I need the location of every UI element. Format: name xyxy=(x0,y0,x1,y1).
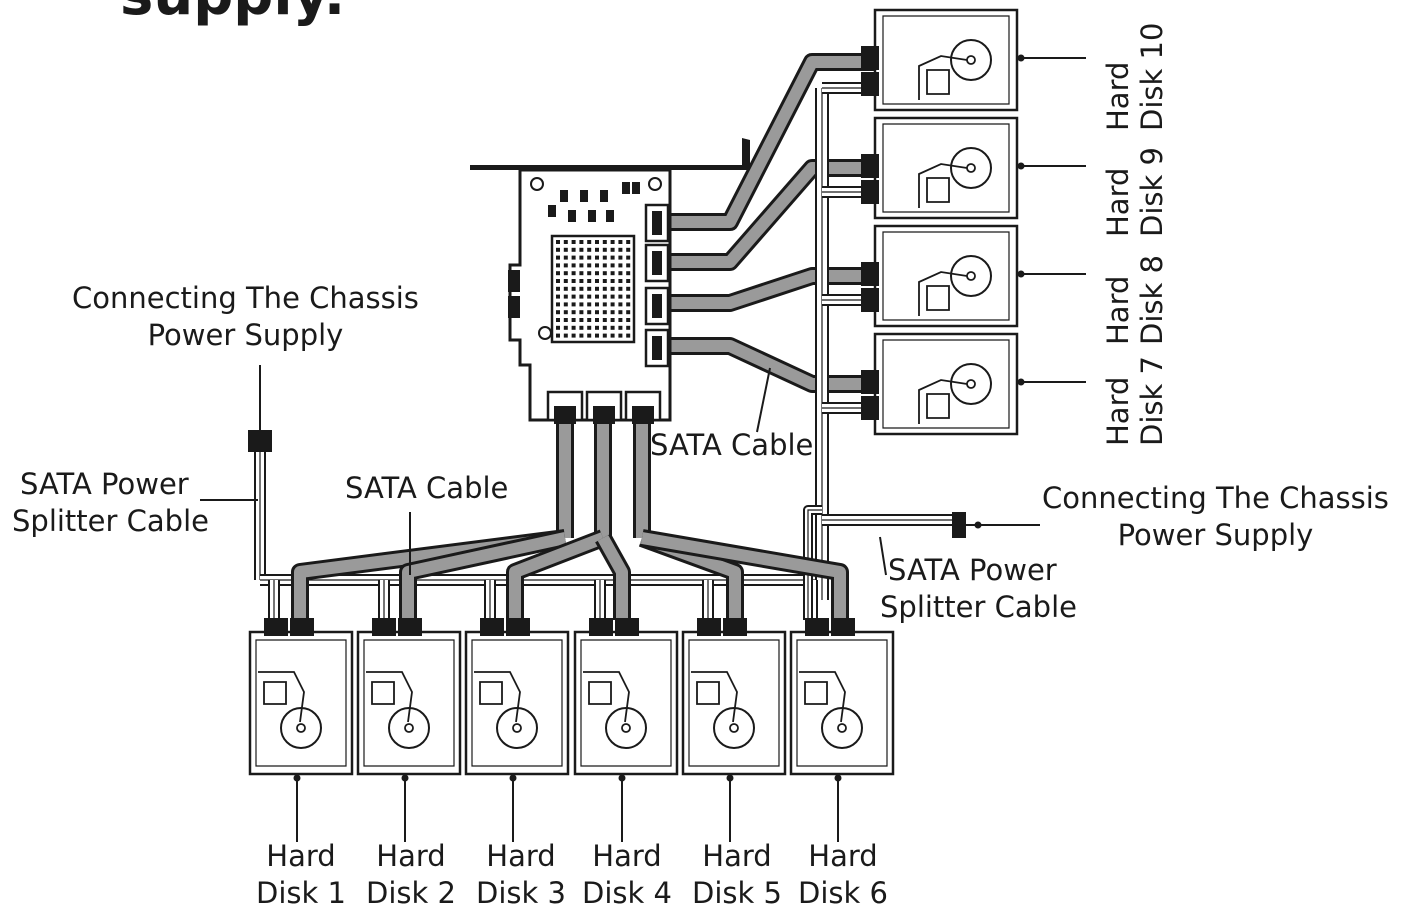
card-hole xyxy=(530,177,544,191)
disks-layer xyxy=(248,8,1019,776)
hard-disk-10 xyxy=(861,8,1019,112)
card-component xyxy=(560,190,568,202)
sata-cable-disk7 xyxy=(668,337,875,393)
sata-cable-label-right: SATA Cable xyxy=(650,428,814,462)
hard-disk-9 xyxy=(861,116,1019,220)
card-sata-port-right xyxy=(644,328,670,368)
pcie-card xyxy=(470,138,750,424)
sata-power-splitter-label-right: SATA Power Splitter Cable xyxy=(880,553,1077,624)
card-component xyxy=(588,210,596,222)
card-sata-port-right xyxy=(644,286,670,326)
hard-disk-4 xyxy=(573,618,679,776)
card-sata-port-bottom xyxy=(585,390,623,424)
hard-disk-6 xyxy=(789,618,895,776)
sata-cable-label-bottom: SATA Cable xyxy=(345,471,509,505)
card-component xyxy=(622,182,630,194)
card-sata-port-right xyxy=(644,243,670,283)
card-component xyxy=(600,190,608,202)
sata-power-splitter-label-left: SATA Power Splitter Cable xyxy=(12,467,209,538)
card-edge xyxy=(508,296,520,318)
sata-cable-disk6 xyxy=(640,529,849,620)
sata-cable-disk4 xyxy=(595,533,631,620)
power-connector-right xyxy=(952,512,966,538)
hard-disk-3 xyxy=(464,618,570,776)
sata-cable-disk10 xyxy=(668,53,875,231)
card-heatsink xyxy=(550,234,636,344)
card-component xyxy=(548,205,556,217)
card-component xyxy=(632,182,640,194)
hard-disk-8 xyxy=(861,224,1019,328)
card-component xyxy=(580,190,588,202)
hard-disk-2 xyxy=(356,618,462,776)
card-sata-port-bottom xyxy=(624,390,662,424)
leader-lines xyxy=(200,54,1086,842)
cables-layer xyxy=(248,53,966,620)
power-connector-left xyxy=(248,430,272,452)
power-trunk-down xyxy=(803,505,822,620)
sata-cable-disk2 xyxy=(399,529,567,620)
chassis-power-label-left: Connecting The Chassis Power Supply xyxy=(72,281,419,352)
card-component xyxy=(606,210,614,222)
card-sata-port-bottom xyxy=(546,390,584,424)
sata-cable-disk8 xyxy=(668,267,875,312)
card-hole xyxy=(648,177,662,191)
heading-fragment: supply. xyxy=(120,0,345,26)
card-component xyxy=(568,210,576,222)
hard-disk-7 xyxy=(861,332,1019,436)
sata-cable-disk9 xyxy=(668,159,875,271)
card-bracket xyxy=(470,138,750,170)
hard-disk-5 xyxy=(681,618,787,776)
card-sata-port-right xyxy=(644,203,670,243)
card-edge xyxy=(508,270,520,292)
sata-cable-disk3 xyxy=(506,529,607,620)
hard-disk-1 xyxy=(248,618,354,776)
chassis-power-label-right: Connecting The Chassis Power Supply xyxy=(1042,481,1389,552)
